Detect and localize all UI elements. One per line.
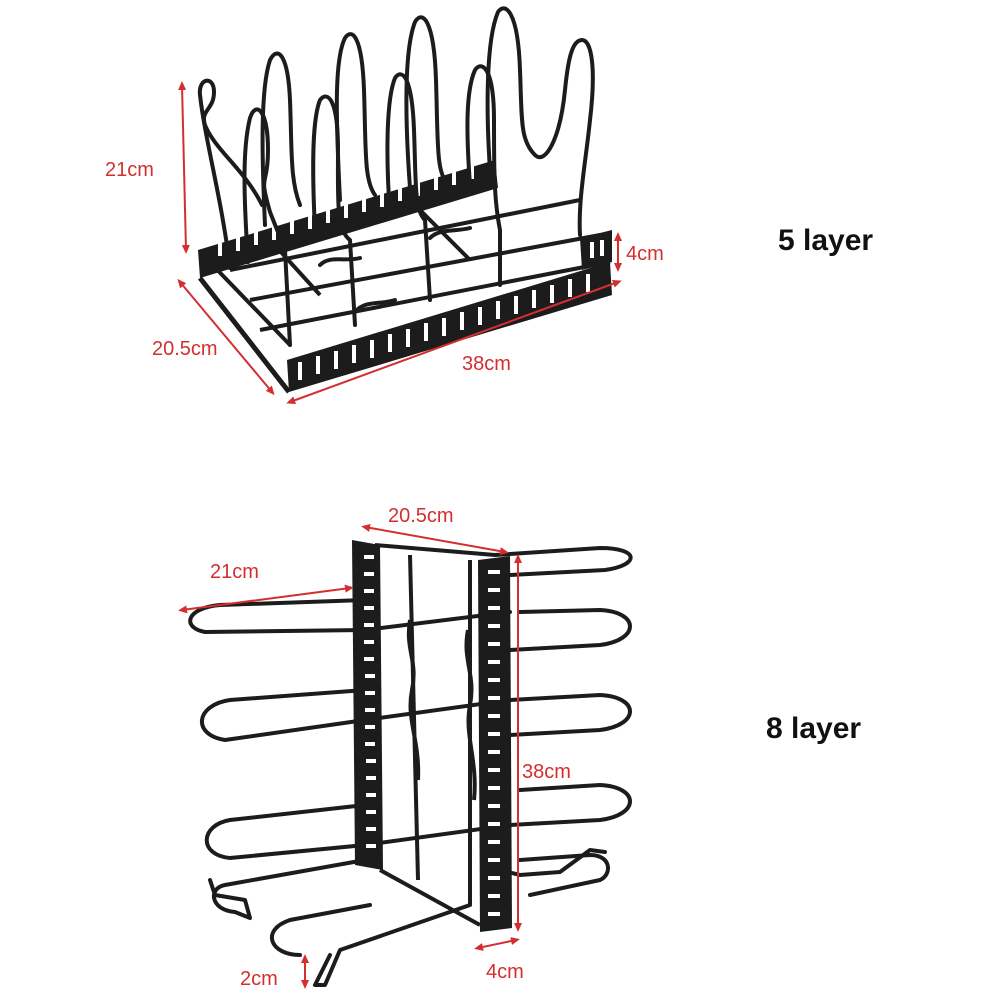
- top-rack-front-panel: [198, 262, 612, 394]
- bottom-arm-label: 21cm: [210, 561, 259, 583]
- top-height-label: 21cm: [105, 159, 154, 181]
- bottom-rack-right-arms: [493, 546, 633, 897]
- top-depth-arrow: [177, 278, 275, 396]
- bottom-rack: 20.5cm 21cm 38cm 2cm 4cm: [178, 505, 633, 990]
- top-rack-base-frame: [198, 198, 611, 347]
- bottom-rack-frame: [374, 543, 496, 927]
- bottom-width-label: 4cm: [486, 961, 524, 983]
- top-length-arrow: [286, 279, 622, 405]
- top-rack-end-panel: [580, 230, 612, 270]
- bottom-rack-left-post: [352, 540, 383, 870]
- top-length-label: 38cm: [462, 353, 511, 375]
- bottom-depth-label: 20.5cm: [388, 505, 454, 527]
- top-rack-dimension-lines: [177, 81, 622, 405]
- top-rack: 21cm 4cm 20.5cm 38cm: [105, 6, 664, 405]
- bottom-layer-label: 8 layer: [766, 712, 861, 745]
- bottom-depth-arrow: [361, 523, 509, 556]
- top-depth-label: 20.5cm: [152, 338, 218, 360]
- bottom-height-label: 38cm: [522, 761, 571, 783]
- top-rack-back-panel: [198, 160, 498, 278]
- top-side-height-label: 4cm: [626, 243, 664, 265]
- top-height-arrow: [178, 81, 190, 254]
- bottom-rack-right-post: [478, 556, 512, 932]
- bottom-rack-dimension-lines: [178, 523, 522, 989]
- bottom-width-arrow: [474, 937, 520, 951]
- bottom-rack-left-arms: [188, 598, 472, 987]
- top-layer-label: 5 layer: [778, 224, 873, 257]
- bottom-foot-label: 2cm: [240, 968, 278, 990]
- bottom-arm-arrow: [178, 584, 354, 614]
